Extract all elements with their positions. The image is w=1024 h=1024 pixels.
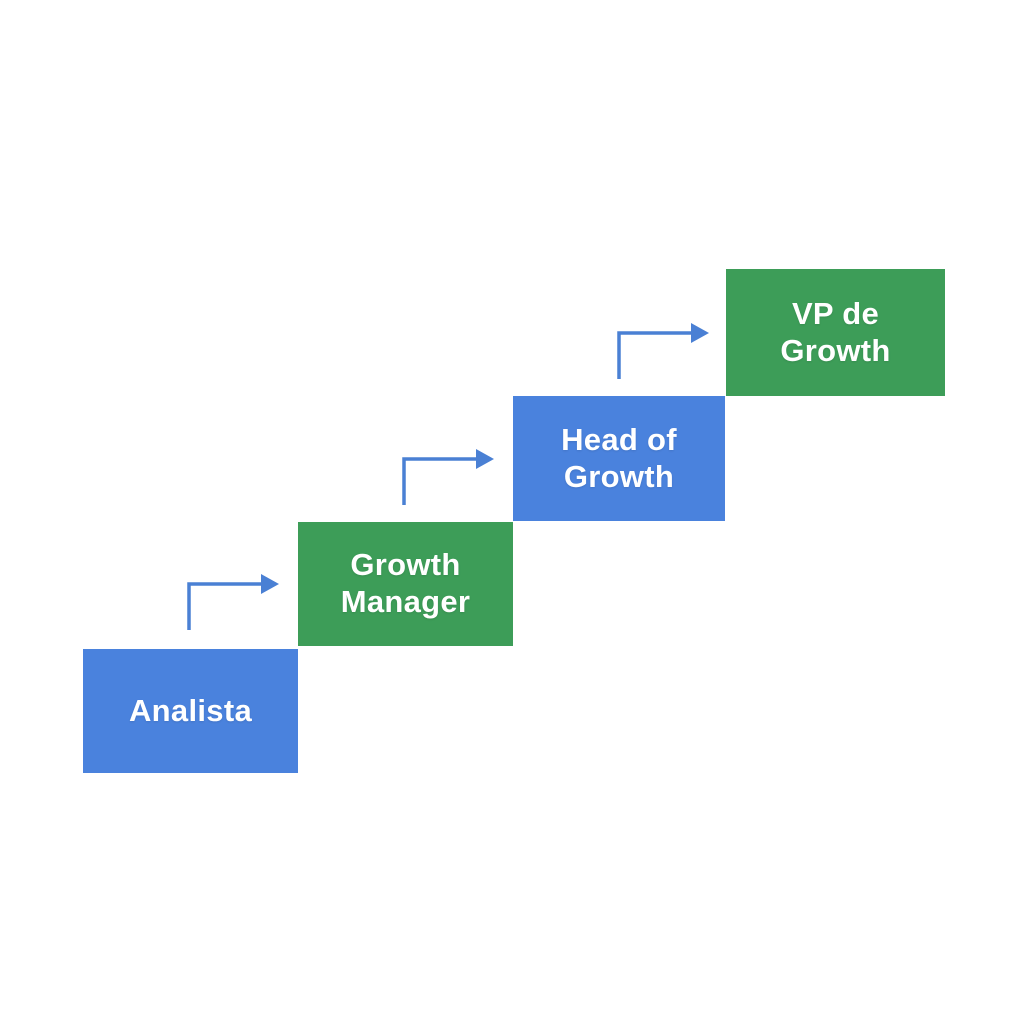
step-box-head-of-growth: Head of Growth bbox=[513, 396, 725, 521]
arrow-up-right-icon bbox=[187, 574, 279, 630]
step-box-growth-manager: Growth Manager bbox=[298, 522, 513, 646]
step-box-analista: Analista bbox=[83, 649, 298, 773]
step-label-vp-de-growth: VP de Growth bbox=[780, 295, 891, 368]
step-label-head-of-growth: Head of Growth bbox=[561, 421, 677, 494]
step-label-growth-manager: Growth Manager bbox=[340, 547, 471, 619]
step-box-vp-de-growth: VP de Growth bbox=[726, 269, 945, 396]
arrow-up-right-icon bbox=[402, 449, 494, 505]
step-label-analista: Analista bbox=[129, 692, 252, 728]
arrow-up-right-icon bbox=[617, 323, 709, 379]
